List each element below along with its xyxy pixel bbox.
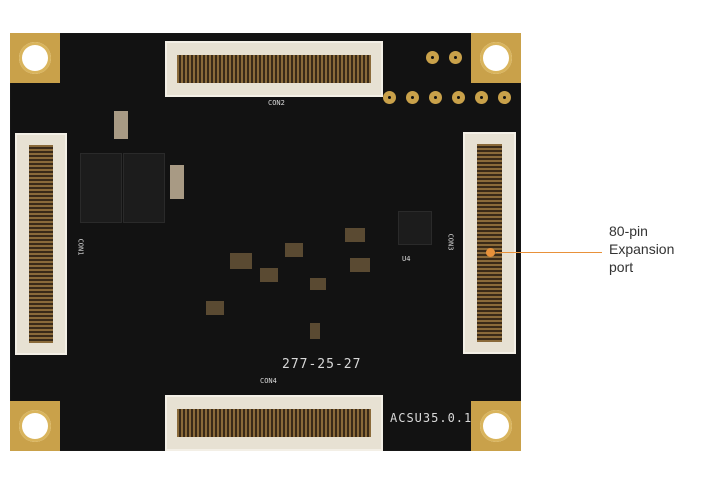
mounting-hole-bottom-right [471,401,521,451]
test-pad [477,93,486,102]
component [310,278,326,290]
capacitor-small [114,111,128,139]
callout-line-1: 80-pin [609,223,648,239]
mounting-hole-top-left [10,33,60,83]
connector-con2 [165,41,383,97]
label-con3: CON3 [446,233,455,251]
test-pad [408,93,417,102]
component [206,301,224,315]
test-pad [500,93,509,102]
component [285,243,303,257]
pcb-board: CON2 CON4 CON1 CON3 U4 277-25-27 ACSU35.… [10,33,521,451]
test-pad [454,93,463,102]
test-pad [451,53,460,62]
label-u4: U4 [402,255,411,263]
callout-line-2: Expansion [609,241,675,257]
label-con2: CON2 [268,99,285,107]
test-pad [428,53,437,62]
chip-right [123,153,165,223]
chip-left [80,153,122,223]
callout-line-3: port [609,259,634,275]
connector-con4 [165,395,383,451]
callout-label: 80-pin Expansion port [609,222,709,276]
label-con1: CON1 [76,238,85,256]
connector-con1 [15,133,67,355]
component [230,253,252,269]
mounting-hole-top-right [471,33,521,83]
component [350,258,370,272]
label-con4: CON4 [260,377,277,385]
ic-u4 [398,211,432,245]
callout-marker [486,248,495,257]
mounting-hole-bottom-left [10,401,60,451]
date-code: 277-25-27 [282,357,362,372]
connector-con3 [463,132,516,354]
test-pad [431,93,440,102]
component [345,228,365,242]
component [310,323,320,339]
test-pad [385,93,394,102]
callout-line [496,252,602,253]
capacitor-large [170,165,184,199]
component [260,268,278,282]
version-label: ACSU35.0.1 [390,411,473,425]
